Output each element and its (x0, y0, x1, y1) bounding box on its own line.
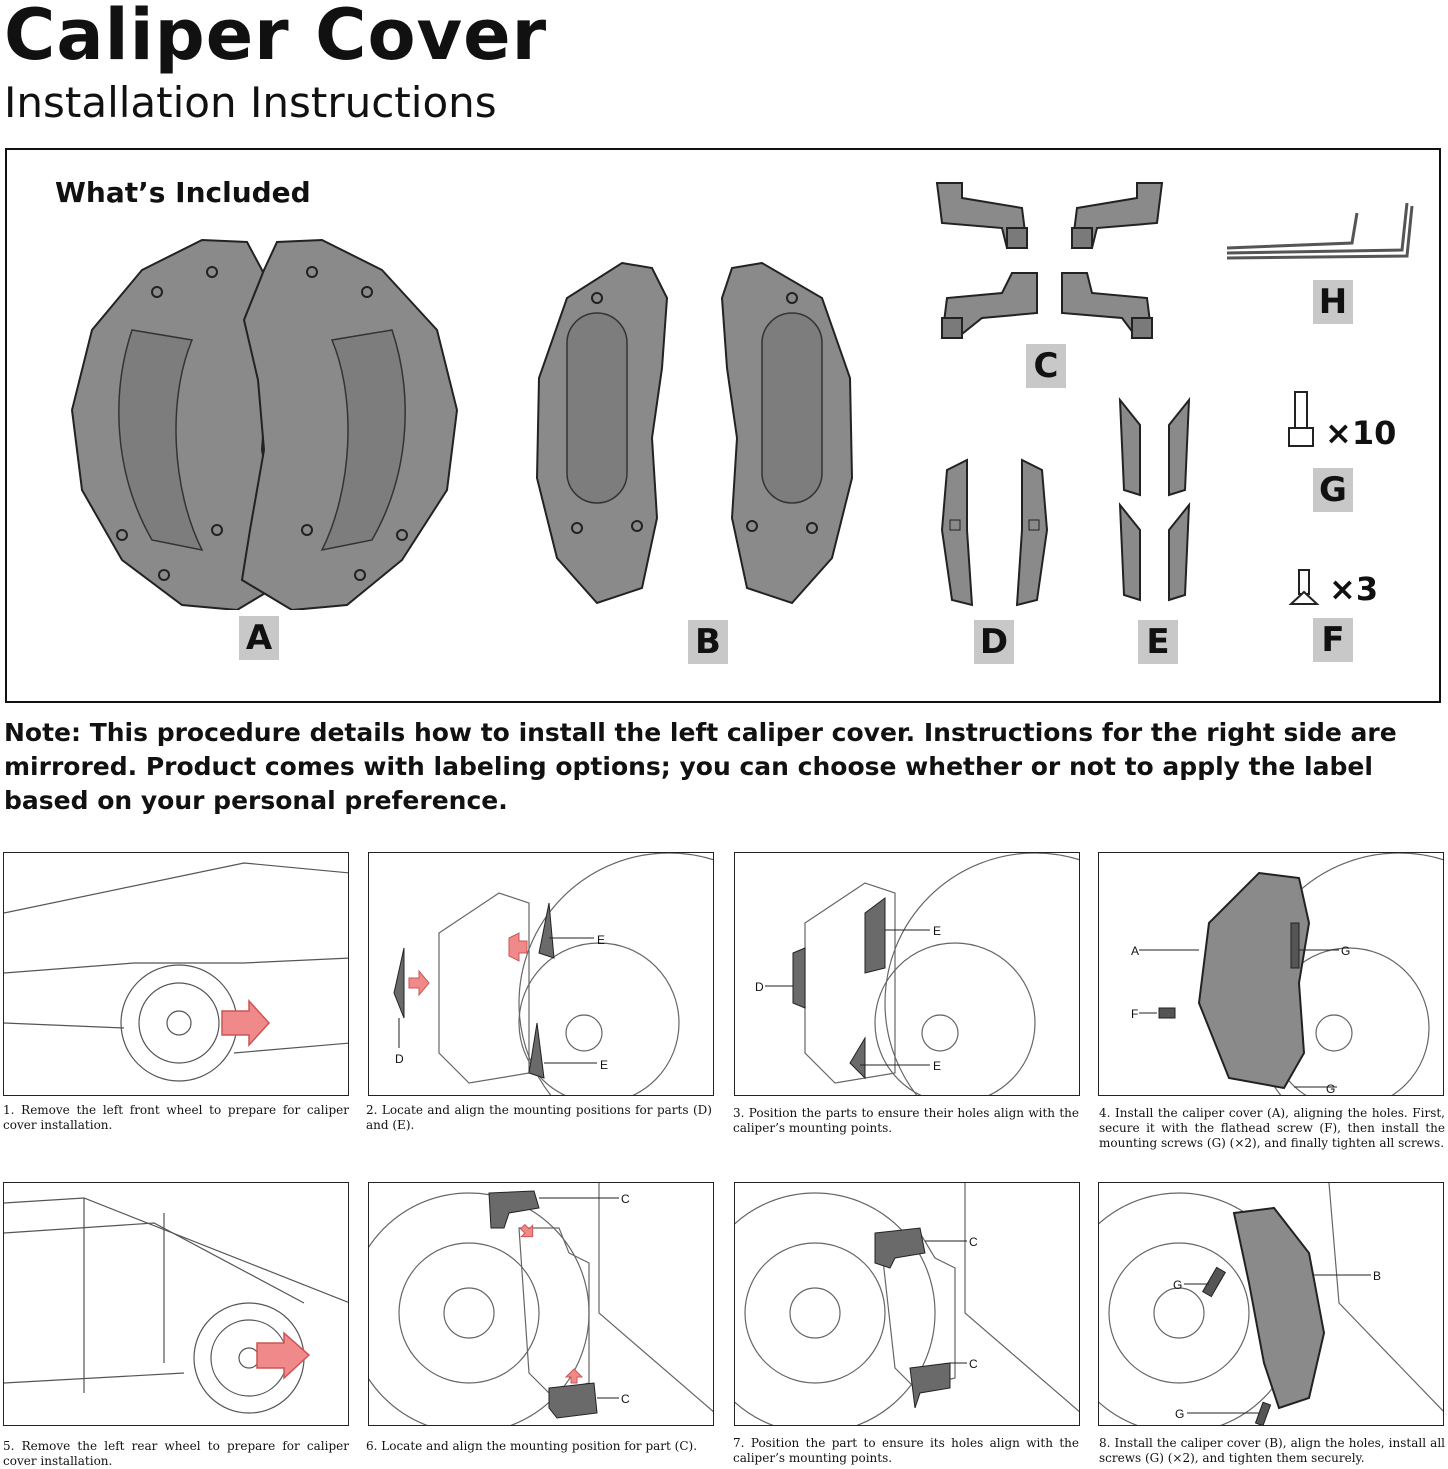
installation-note: Note: This procedure details how to inst… (4, 718, 1397, 815)
part-label-d: D (974, 620, 1014, 664)
step-8-caption: 8. Install the caliper cover (B), align … (1099, 1436, 1445, 1465)
step-3-panel: E D E (734, 852, 1080, 1096)
callout-label: D (755, 980, 764, 994)
callout-label: F (1131, 1007, 1138, 1021)
part-label-e: E (1138, 620, 1178, 664)
step-4-illustration: A G F G (1131, 853, 1443, 1096)
red-arrow-icon (519, 1223, 534, 1238)
step-6-illustration: C C (369, 1183, 713, 1425)
part-label-f: F (1313, 618, 1353, 662)
callout-label: G (1175, 1407, 1184, 1421)
step-5-caption: 5. Remove the left rear wheel to prepare… (3, 1439, 349, 1468)
callout-label: G (1341, 944, 1350, 958)
page-subtitle: Installation Instructions (4, 78, 497, 127)
callout-label: E (933, 1059, 941, 1073)
red-arrow-icon (221, 999, 271, 1047)
step-6-panel: C C (368, 1182, 714, 1426)
step-5-illustration (4, 1197, 348, 1414)
red-arrow-icon (508, 932, 528, 962)
step-7-illustration: C C (735, 1183, 1079, 1425)
callout-label: G (1173, 1278, 1182, 1292)
part-a-illustration (70, 238, 459, 610)
part-label-b: B (688, 620, 728, 664)
callout-label: D (395, 1052, 404, 1066)
callout-label: C (969, 1357, 978, 1371)
part-b-illustration (535, 261, 854, 605)
callout-label: C (621, 1192, 630, 1206)
step-3-caption: 3. Position the parts to ensure their ho… (733, 1106, 1079, 1135)
part-label-g: G (1313, 468, 1353, 512)
step-7-panel: C C (734, 1182, 1080, 1426)
step-3-illustration: E D E (755, 853, 1079, 1095)
step-4-panel: A G F G (1098, 852, 1444, 1096)
callout-label: C (969, 1235, 978, 1249)
step-4-caption: 4. Install the caliper cover (A), aligni… (1099, 1106, 1445, 1150)
screw-g-icon (1288, 391, 1314, 447)
step-5-panel (3, 1182, 349, 1426)
step-2-caption: 2. Locate and align the mounting positio… (366, 1103, 712, 1132)
callout-label: B (1373, 1269, 1381, 1283)
step-8-illustration: G B G (1099, 1183, 1443, 1425)
callout-label: E (600, 1058, 608, 1072)
part-e-illustration (1118, 396, 1191, 602)
callout-label: C (621, 1392, 630, 1406)
part-label-c: C (1026, 344, 1066, 388)
red-arrow-icon (256, 1331, 311, 1380)
part-label-h: H (1313, 280, 1353, 324)
step-8-panel: G B G (1098, 1182, 1444, 1426)
part-c-illustration (935, 182, 1164, 339)
screw-f-quantity: ×3 (1329, 570, 1379, 608)
step-2-illustration: E D E (393, 853, 713, 1095)
screw-g-quantity: ×10 (1325, 414, 1397, 452)
screw-f-icon (1288, 569, 1320, 605)
whats-included-heading: What’s Included (55, 176, 311, 209)
step-6-caption: 6. Locate and align the mounting positio… (366, 1439, 698, 1453)
step-2-panel: E D E (368, 852, 714, 1096)
callout-label: G (1326, 1082, 1335, 1096)
callout-label: E (933, 924, 941, 938)
whats-included-panel: What’s Included A B (5, 148, 1441, 703)
callout-label: E (597, 933, 605, 947)
step-1-illustration (4, 862, 348, 1082)
callout-label: A (1131, 944, 1139, 958)
part-label-a: A (239, 616, 279, 660)
step-1-caption: 1. Remove the left front wheel to prepar… (3, 1103, 349, 1132)
red-arrow-icon (564, 1368, 584, 1384)
part-h-illustration (1226, 202, 1414, 260)
part-d-illustration (940, 458, 1049, 607)
page-title: Caliper Cover (4, 0, 548, 76)
step-7-caption: 7. Position the part to ensure its holes… (733, 1436, 1079, 1465)
red-arrow-icon (408, 969, 430, 997)
step-1-panel (3, 852, 349, 1096)
